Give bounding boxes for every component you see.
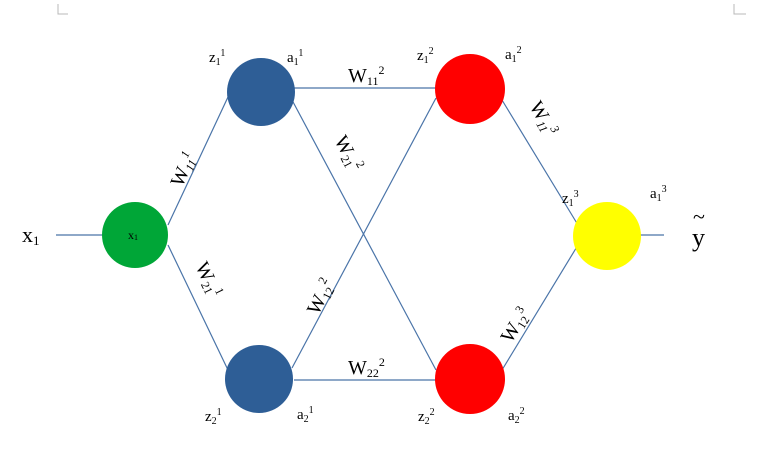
hidden1-node-1 [227, 58, 295, 126]
label-a11: a11 [287, 48, 303, 68]
page-corner-mark-left [57, 4, 68, 15]
input-label: x1 [22, 222, 40, 248]
label-z13: z13 [562, 189, 579, 209]
weight-w12-2: W122 [301, 275, 340, 319]
edge-h12-out [501, 99, 579, 226]
page-corner-mark-right [733, 4, 746, 15]
weight-w21-1: W211 [190, 258, 228, 301]
weight-w11-3-group: W113 [524, 97, 563, 140]
weight-w21-2-group: W212 [329, 131, 369, 175]
weight-w12-3-group: W123 [496, 303, 536, 347]
edge-h21-h12 [291, 97, 437, 369]
weight-w11-2: W112 [348, 63, 384, 88]
label-z12: z12 [417, 46, 434, 66]
input-node [102, 202, 168, 268]
weight-w21-1-group: W211 [190, 258, 228, 301]
edge-x1-h11 [167, 96, 229, 226]
weight-w11-1-group: W111 [166, 149, 202, 191]
weight-w11-1: W111 [166, 149, 202, 191]
label-a12: a12 [505, 45, 522, 65]
label-z11: z11 [209, 48, 225, 68]
output-label: y [692, 223, 705, 252]
label-a13: a13 [650, 184, 667, 204]
weight-w12-3: W123 [496, 303, 536, 347]
output-tilde: ~ [693, 204, 705, 229]
hidden2-node-1 [435, 54, 505, 124]
weight-w21-2: W212 [329, 131, 368, 175]
label-z22: z22 [418, 407, 435, 427]
label-z21: z21 [205, 407, 222, 427]
input-node-label: x1 [128, 228, 138, 242]
label-a21: a21 [297, 405, 314, 425]
output-node [573, 202, 641, 270]
weight-w12-2-group: W122 [301, 275, 340, 319]
weight-w22-2: W222 [348, 355, 385, 380]
edges [56, 87, 664, 381]
weight-w11-3: W113 [524, 97, 563, 140]
edge-x1-h21 [167, 244, 229, 371]
label-a22: a22 [508, 406, 525, 426]
edge-h22-out [501, 244, 579, 371]
edge-h11-h22 [291, 99, 437, 371]
hidden1-node-2 [225, 345, 293, 413]
hidden2-node-2 [435, 344, 505, 414]
